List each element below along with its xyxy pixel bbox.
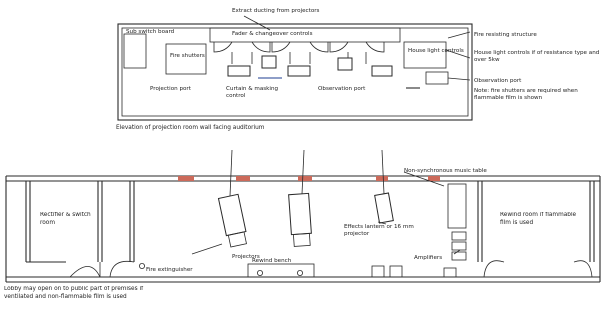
elevation-wall-outline — [117, 23, 473, 121]
label-house-light-controls: House light controls — [408, 48, 464, 54]
label-extract-ducting: Extract ducting from projectors — [232, 8, 320, 14]
port-marker — [428, 176, 440, 181]
amplifier-unit — [451, 231, 467, 241]
label-amplifiers: Amplifiers — [414, 255, 442, 261]
elevation-port — [371, 65, 393, 77]
label-fire-resisting: Fire resisting structure — [474, 32, 537, 38]
label-observation-port: Observation port — [318, 86, 365, 92]
label-lobby-note: Lobby may open on to public part of prem… — [4, 286, 143, 300]
port-marker — [178, 176, 194, 181]
label-fader: Fader & changeover controls — [232, 31, 313, 37]
elevation-caption: Elevation of projection room wall facing… — [116, 125, 265, 131]
label-house-light-note: House light controls if of resistance ty… — [474, 50, 599, 63]
bench-box — [371, 265, 385, 278]
label-effects-lantern: Effects lantern or 16 mm projector — [344, 224, 414, 237]
effects-lantern — [374, 192, 394, 224]
projector — [288, 192, 312, 247]
projector — [217, 193, 247, 248]
amplifier-unit — [451, 241, 467, 251]
port-marker — [298, 176, 312, 181]
label-rectifier: Rectifier & switch room — [40, 212, 91, 226]
house-light-controls-box — [403, 41, 447, 69]
label-fire-shutters: Fire shutters — [170, 53, 205, 59]
label-fire-extinguisher: Fire extinguisher — [146, 267, 193, 273]
label-sub-switch-board: Sub switch board — [126, 29, 175, 35]
elevation-port — [287, 65, 311, 77]
label-non-synchronous: Non-synchronous music table — [404, 168, 487, 174]
bench-box — [443, 267, 457, 278]
label-projection-port: Projection port — [150, 86, 191, 92]
elevation-port — [261, 55, 277, 69]
observation-port-box — [425, 71, 449, 85]
music-table — [447, 183, 467, 229]
rewind-bench — [247, 263, 315, 278]
sub-switch-board — [123, 33, 147, 69]
port-marker — [376, 176, 388, 181]
label-projectors: Projectors — [232, 254, 260, 260]
amplifier-unit — [451, 251, 467, 261]
label-note: Note: fire shutters are required when fl… — [474, 88, 578, 101]
fire-shutters-box — [165, 43, 207, 75]
label-curtain: Curtain & masking control — [226, 86, 278, 99]
port-marker — [236, 176, 250, 181]
elevation-drawing: Extract ducting from projectors Sub swit… — [116, 8, 599, 131]
extract-ducting — [209, 27, 401, 64]
small-room — [109, 181, 135, 278]
rectifier-room — [25, 181, 103, 278]
projection-port — [227, 65, 251, 77]
label-observation-port-right: Observation port — [474, 78, 522, 84]
fire-extinguisher — [138, 262, 145, 269]
observation-port-window — [337, 57, 353, 71]
bench-box — [389, 265, 403, 278]
label-rewind-bench: Rewind bench — [252, 258, 292, 264]
label-rewind-room: Rewind room if flammable film is used — [500, 212, 576, 226]
plan-drawing: Non-synchronous music table Rectifier & … — [4, 149, 601, 300]
rewind-room — [477, 181, 595, 278]
